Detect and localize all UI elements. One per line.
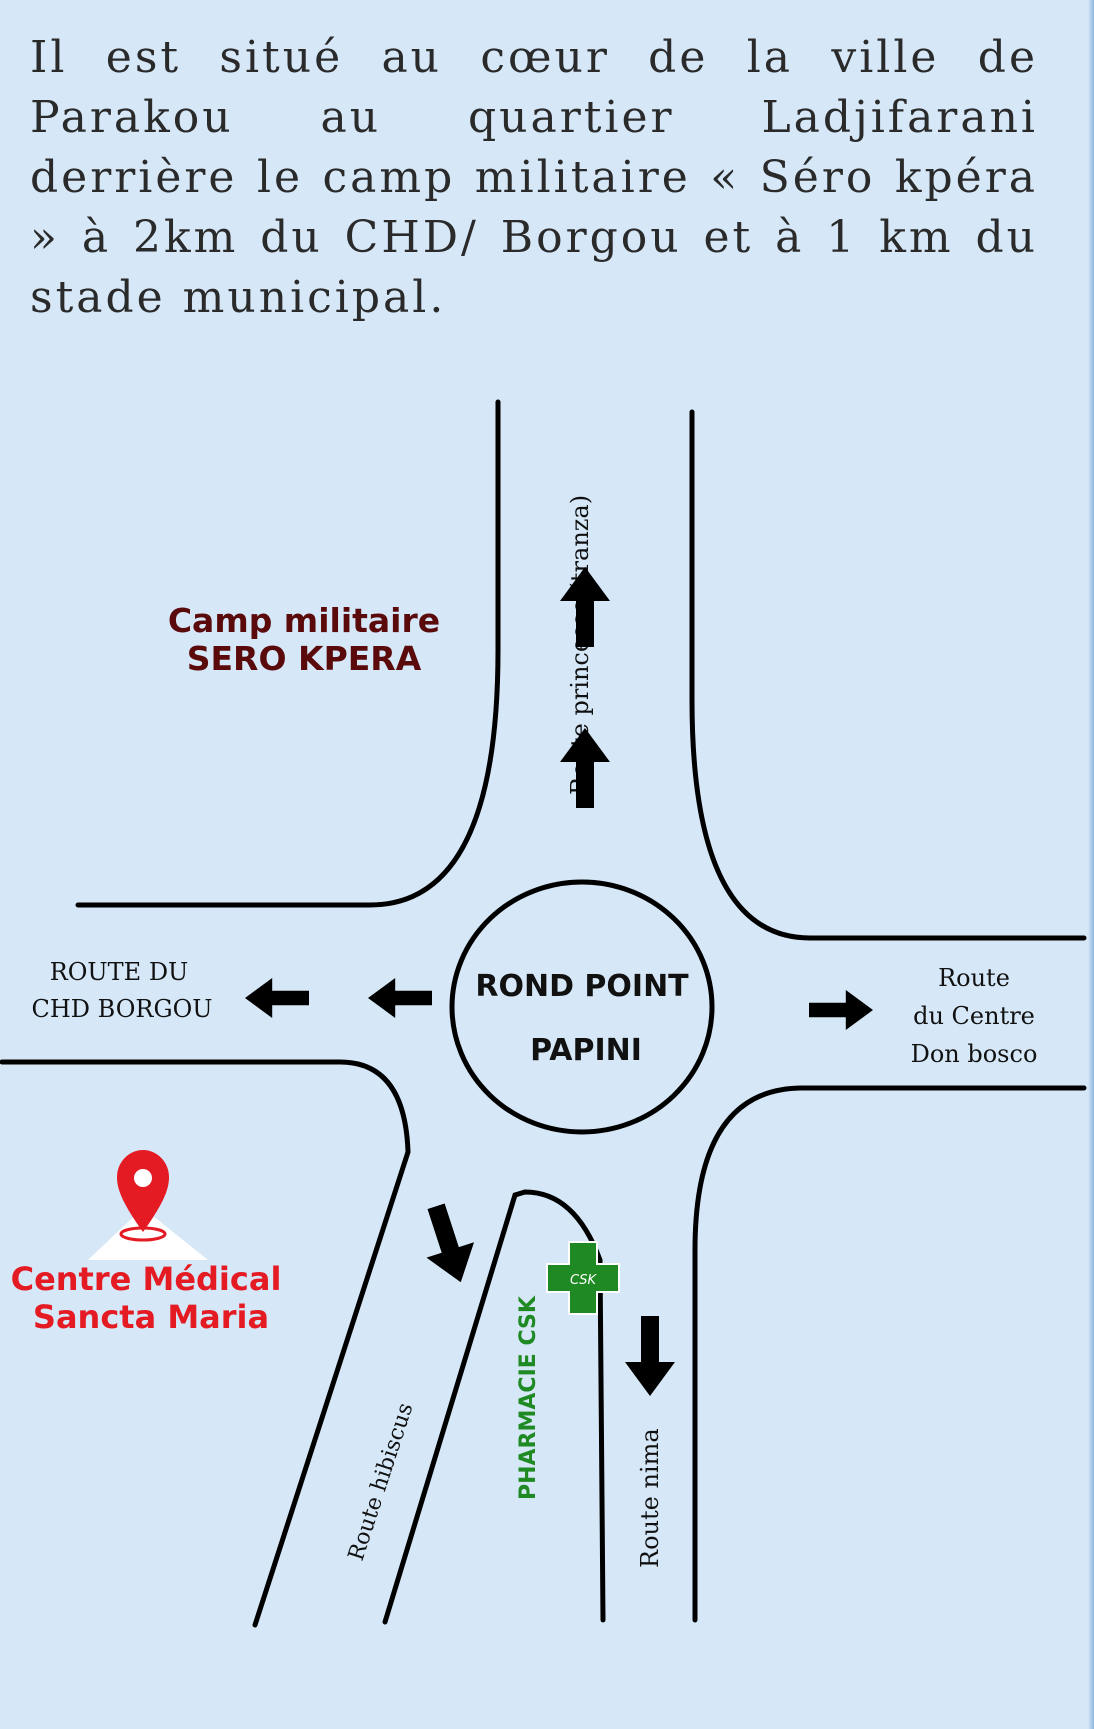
road-label-nima: Route nima	[636, 1428, 664, 1568]
intro-paragraph: Il est situé au cœur de la ville de Para…	[30, 32, 1038, 323]
roundabout-label-line2: PAPINI	[530, 1033, 642, 1068]
pharmacy-logo-text: CSK	[570, 1273, 598, 1288]
road-edge-ne	[689, 409, 1087, 941]
road-edge-nw	[75, 399, 501, 908]
road-label-west-line2: CHD BORGOU	[31, 995, 212, 1023]
pharmacy-cross-icon: CSK	[546, 1241, 620, 1315]
arrow-down-left-icon	[412, 1198, 485, 1290]
arrow-right-icon	[809, 990, 873, 1030]
camp-label-line2: SERO KPERA	[187, 639, 422, 678]
road-label-hibiscus: Route hibiscus	[344, 1400, 419, 1564]
arrow-left-icon	[368, 978, 432, 1018]
road-label-east-line3: Don bosco	[911, 1040, 1038, 1068]
roundabout-circle	[449, 879, 715, 1135]
roundabout-label-line1: ROND POINT	[475, 969, 689, 1004]
page-edge	[1088, 0, 1094, 1729]
center-name-line1: Centre Médical	[11, 1260, 282, 1298]
camp-label-line1: Camp militaire	[168, 601, 440, 640]
road-edge-sw	[0, 1059, 411, 1628]
road-edge-se	[692, 1085, 1087, 1623]
location-pin-icon	[88, 1150, 208, 1260]
pharmacy-label: PHARMACIE CSK	[516, 1295, 541, 1500]
road-label-west-line1: ROUTE DU	[50, 958, 189, 986]
road-label-east-line2: du Centre	[913, 1002, 1035, 1030]
arrow-left-icon	[245, 978, 309, 1018]
arrow-down-icon	[625, 1316, 675, 1396]
road-label-east-line1: Route	[938, 964, 1010, 992]
center-name-line2: Sancta Maria	[33, 1298, 269, 1336]
